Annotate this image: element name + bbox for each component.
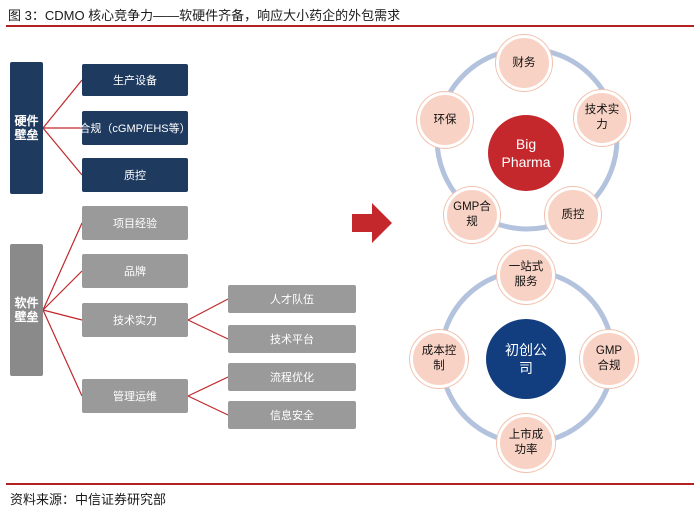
software-item-management: 管理运维 — [82, 379, 188, 413]
mgmt-sub-security: 信息安全 — [228, 401, 356, 429]
hardware-item-production-equipment: 生产设备 — [82, 64, 188, 96]
node-text: 财务 — [512, 56, 536, 69]
node-text: GMP — [595, 345, 623, 357]
tech-sub-talent: 人才队伍 — [228, 285, 356, 313]
tech-sub-platform: 技术平台 — [228, 325, 356, 353]
hardware-label-line2: 壁垒 — [14, 128, 39, 142]
hardware-label-line1: 硬件 — [14, 114, 39, 128]
big-pharma-node-qc: 质控 — [545, 187, 601, 243]
node-text: 服务 — [514, 276, 538, 288]
startup-node-gmp: GMP 合规 — [580, 330, 638, 388]
startup-node-listing: 上市成功率 — [497, 414, 555, 472]
big-pharma-line2: Pharma — [501, 154, 551, 170]
node-text: 上市成 — [508, 429, 544, 441]
node-text: 环保 — [433, 113, 457, 126]
startup-node-one-stop: 一站式服务 — [497, 246, 555, 304]
startup-line1: 初创公 — [505, 342, 547, 358]
title-divider — [6, 25, 694, 27]
node-text: 力 — [596, 119, 608, 131]
node-text: GMP合 — [453, 201, 491, 213]
software-item-project-experience: 项目经验 — [82, 206, 188, 240]
source-note: 资料来源：中信证券研究部 — [10, 492, 167, 507]
node-text: 质控 — [561, 208, 585, 221]
big-pharma-node-gmp: GMP合规 — [444, 187, 500, 243]
software-barrier-label: 软件壁垒 — [10, 244, 43, 376]
hardware-item-compliance: 合规（cGMP/EHS等） — [79, 111, 191, 145]
figure-title: 图 3：CDMO 核心竞争力——软硬件齐备，响应大小药企的外包需求 — [8, 8, 401, 23]
node-text: 制 — [433, 360, 445, 372]
footer-divider — [6, 483, 694, 485]
node-text: 一站式 — [508, 261, 544, 273]
hardware-item-quality-control: 质控 — [82, 158, 188, 192]
software-item-brand: 品牌 — [82, 254, 188, 288]
mgmt-sub-process: 流程优化 — [228, 363, 356, 391]
big-pharma-node-tech: 技术实力 — [574, 90, 630, 146]
big-pharma-node-env: 环保 — [417, 92, 473, 148]
node-text: 功率 — [514, 444, 538, 456]
node-text: 规 — [466, 216, 478, 228]
startup-center: 初创公司 — [486, 319, 566, 399]
startup-node-cost: 成本控制 — [410, 330, 468, 388]
right-arrow-icon — [352, 203, 392, 243]
hardware-barrier-label: 硬件壁垒 — [10, 62, 43, 194]
node-text: 合规 — [597, 360, 621, 372]
startup-line2: 司 — [519, 360, 533, 376]
software-label-line1: 软件 — [14, 296, 39, 310]
software-item-tech-strength: 技术实力 — [82, 303, 188, 337]
software-label-line2: 壁垒 — [14, 310, 39, 324]
big-pharma-node-finance: 财务 — [496, 35, 552, 91]
node-text: 技术实 — [584, 104, 620, 116]
big-pharma-line1: Big — [515, 136, 537, 152]
node-text: 成本控 — [421, 345, 457, 357]
